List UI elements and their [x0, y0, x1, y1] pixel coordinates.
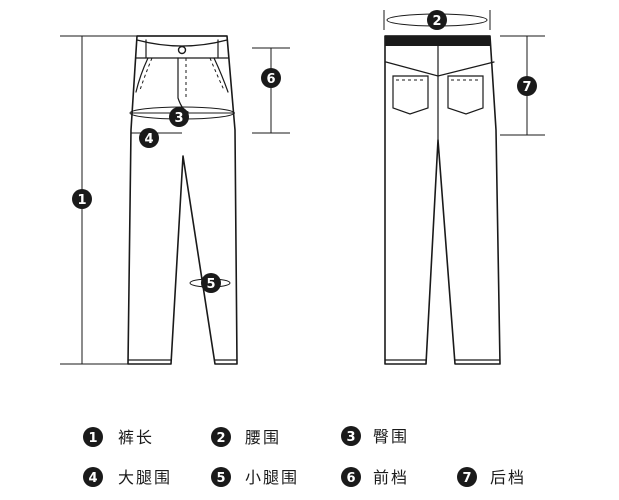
svg-text:3: 3 [346, 430, 355, 445]
back-right-pocket [447, 75, 484, 115]
back-left-pocket [392, 75, 429, 115]
legend: 1 裤长 2 腰围 3 臀围 4 大腿围 5 小腿围 6 前档 [83, 426, 526, 487]
svg-text:4: 4 [88, 471, 97, 486]
svg-text:6: 6 [346, 471, 355, 486]
marker-6: 6 [261, 68, 281, 88]
marker-7: 7 [517, 76, 537, 96]
legend-item-5: 5 小腿围 [211, 467, 299, 487]
svg-text:3: 3 [174, 111, 183, 126]
svg-text:小腿围: 小腿围 [245, 468, 299, 487]
marker-4: 4 [139, 128, 159, 148]
svg-text:2: 2 [216, 431, 225, 446]
svg-text:2: 2 [432, 14, 441, 29]
legend-item-1: 1 裤长 [83, 427, 154, 447]
front-left-pocket [135, 57, 149, 93]
marker-3: 3 [169, 107, 189, 127]
svg-text:6: 6 [266, 72, 275, 87]
front-pants-outline [127, 35, 238, 365]
front-button-icon [177, 45, 187, 55]
svg-text:后档: 后档 [490, 468, 526, 487]
legend-item-3: 3 臀围 [341, 426, 409, 446]
svg-text:裤长: 裤长 [118, 428, 154, 447]
svg-text:5: 5 [206, 277, 215, 292]
svg-text:臀围: 臀围 [373, 427, 409, 446]
front-pants-view [127, 35, 238, 365]
marker-1: 1 [72, 189, 92, 209]
svg-text:腰围: 腰围 [245, 428, 281, 447]
svg-text:前档: 前档 [373, 468, 409, 487]
back-pants-outline [384, 35, 501, 365]
svg-text:5: 5 [216, 471, 225, 486]
svg-text:7: 7 [522, 80, 531, 95]
front-right-pocket [213, 57, 229, 93]
legend-item-7: 7 后档 [457, 467, 526, 487]
marker-5: 5 [201, 273, 221, 293]
back-pants-view [384, 13, 501, 365]
marker-2: 2 [427, 10, 447, 30]
legend-item-6: 6 前档 [341, 467, 409, 487]
back-waistband [385, 36, 490, 46]
legend-item-2: 2 腰围 [211, 427, 281, 447]
svg-text:7: 7 [462, 471, 471, 486]
legend-item-4: 4 大腿围 [83, 467, 172, 487]
svg-text:1: 1 [88, 431, 97, 446]
svg-text:大腿围: 大腿围 [118, 468, 172, 487]
svg-text:1: 1 [77, 193, 86, 208]
svg-text:4: 4 [144, 132, 153, 147]
